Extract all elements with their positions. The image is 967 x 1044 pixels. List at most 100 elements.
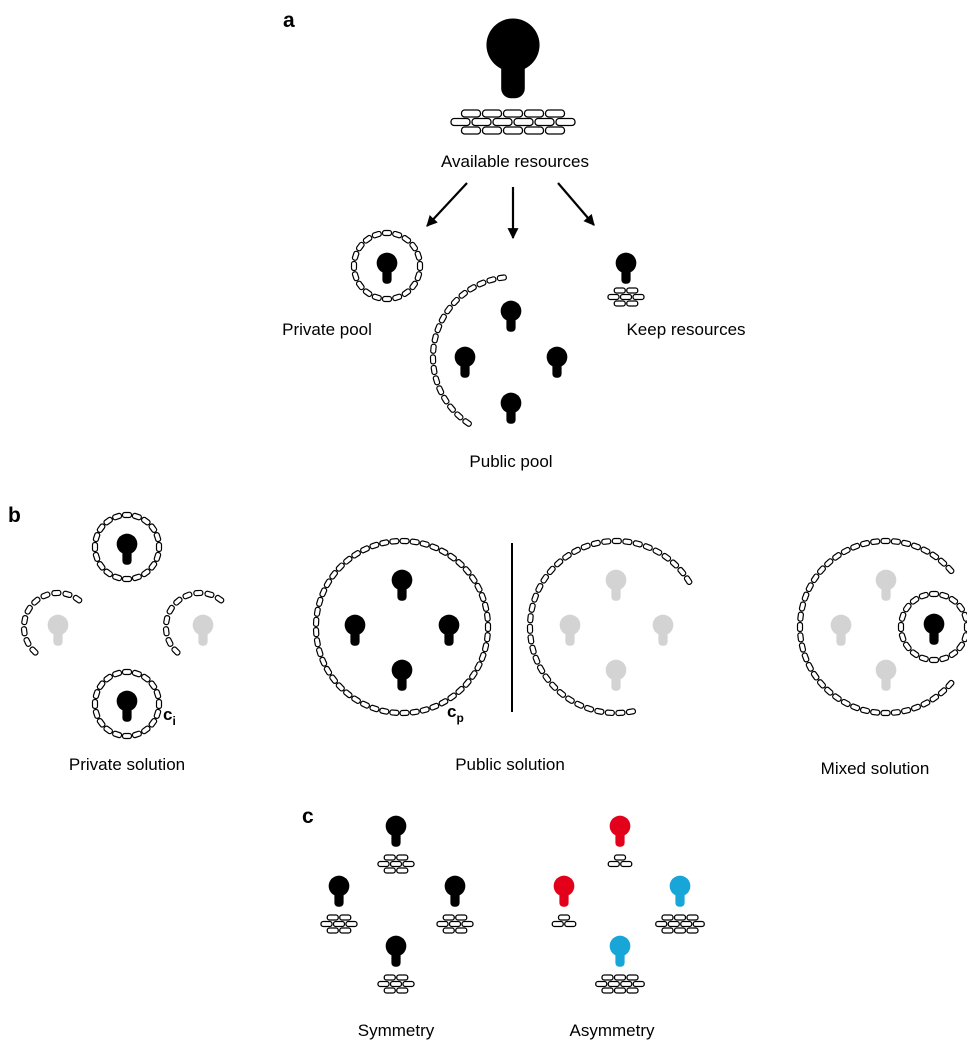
ring-brick	[870, 538, 881, 546]
ring-brick	[429, 543, 440, 552]
agent-neck	[53, 629, 63, 646]
agent-neck	[397, 674, 407, 691]
ring-brick	[458, 289, 469, 299]
ring-brick	[450, 296, 460, 307]
ring-brick	[455, 685, 465, 696]
agent-neck	[565, 629, 575, 646]
brick	[613, 974, 627, 981]
ring-brick	[476, 279, 487, 288]
ring-brick	[580, 542, 591, 551]
ring-brick	[546, 565, 556, 576]
brick	[383, 987, 396, 994]
ring-brick	[805, 661, 814, 672]
agent-neck	[198, 629, 208, 646]
ring-brick	[850, 542, 861, 551]
agent-head	[385, 935, 407, 957]
available-resources-group: Available resources	[441, 18, 589, 171]
agent-neck	[382, 267, 392, 284]
ring-brick	[880, 709, 891, 717]
ring-brick	[590, 539, 601, 548]
agent-icon	[500, 300, 522, 332]
ring-brick	[642, 543, 653, 552]
ring-brick	[91, 698, 99, 710]
brick	[442, 914, 455, 921]
agent-icon	[486, 18, 540, 99]
agent-neck	[881, 584, 891, 601]
ring-brick	[870, 708, 881, 716]
ring-brick	[462, 678, 472, 688]
ring-brick	[880, 537, 891, 545]
ring-brick	[392, 293, 403, 302]
ring-brick	[409, 538, 420, 546]
ring-brick	[414, 250, 423, 261]
ring-brick	[140, 725, 151, 735]
brick-stack	[595, 974, 645, 994]
ring-brick	[948, 649, 959, 659]
agent-icon	[391, 659, 413, 691]
ring-brick	[920, 546, 931, 555]
ring-brick	[683, 575, 693, 586]
ring-brick	[467, 284, 477, 293]
ring-brick	[897, 621, 905, 633]
agent-neck	[450, 890, 460, 907]
ring-brick	[909, 595, 920, 605]
brick	[339, 927, 352, 934]
ring-brick	[850, 703, 861, 712]
ring-brick	[918, 654, 929, 663]
ring-brick	[23, 636, 32, 647]
brick	[673, 927, 687, 934]
brick	[555, 117, 576, 127]
ring-brick	[409, 708, 420, 716]
ring-brick	[371, 293, 382, 302]
brick-stack	[450, 109, 576, 135]
ring-brick	[419, 540, 430, 548]
ring-brick	[121, 511, 133, 519]
brick	[692, 920, 705, 928]
ring-brick	[601, 538, 612, 545]
brick	[396, 987, 409, 994]
ring-brick	[898, 611, 907, 622]
ring-brick	[481, 601, 490, 612]
brick	[626, 974, 639, 981]
agent-icon	[500, 392, 522, 424]
ring-brick	[910, 542, 922, 551]
keep-resources-diagram	[607, 252, 645, 307]
ring-brick	[556, 688, 567, 698]
brick	[481, 126, 503, 135]
ring-brick	[478, 592, 487, 603]
ring-brick	[148, 680, 158, 691]
agent-head	[830, 614, 852, 636]
agent-icon	[328, 875, 350, 907]
ring-brick	[900, 707, 912, 715]
ring-brick	[961, 632, 967, 643]
ring-brick	[193, 589, 204, 597]
panel-c: c Symmetry Asymmetry	[302, 805, 705, 1040]
ring-brick	[540, 573, 550, 584]
ring-brick	[565, 695, 575, 704]
ring-brick	[902, 641, 912, 652]
brick	[377, 980, 390, 988]
brick	[402, 980, 415, 988]
ring-brick	[549, 681, 559, 691]
brick	[620, 980, 633, 988]
ring-brick	[140, 673, 151, 683]
ring-brick	[928, 590, 940, 598]
ring-brick	[155, 698, 163, 710]
ring-brick	[486, 276, 497, 284]
brick	[345, 920, 358, 928]
ring-brick	[91, 541, 99, 553]
brick	[601, 987, 614, 994]
brick	[613, 287, 626, 294]
ring-brick	[956, 641, 966, 652]
agent-head	[376, 252, 398, 274]
agent-neck	[611, 584, 621, 601]
ring-brick	[165, 636, 174, 647]
ring-brick	[112, 730, 123, 739]
agent-neck	[621, 267, 631, 284]
brick-ring	[91, 511, 163, 583]
ring-brick	[484, 632, 491, 643]
ring-brick	[840, 698, 851, 708]
ring-brick	[171, 646, 181, 656]
agent-icon	[385, 815, 407, 847]
